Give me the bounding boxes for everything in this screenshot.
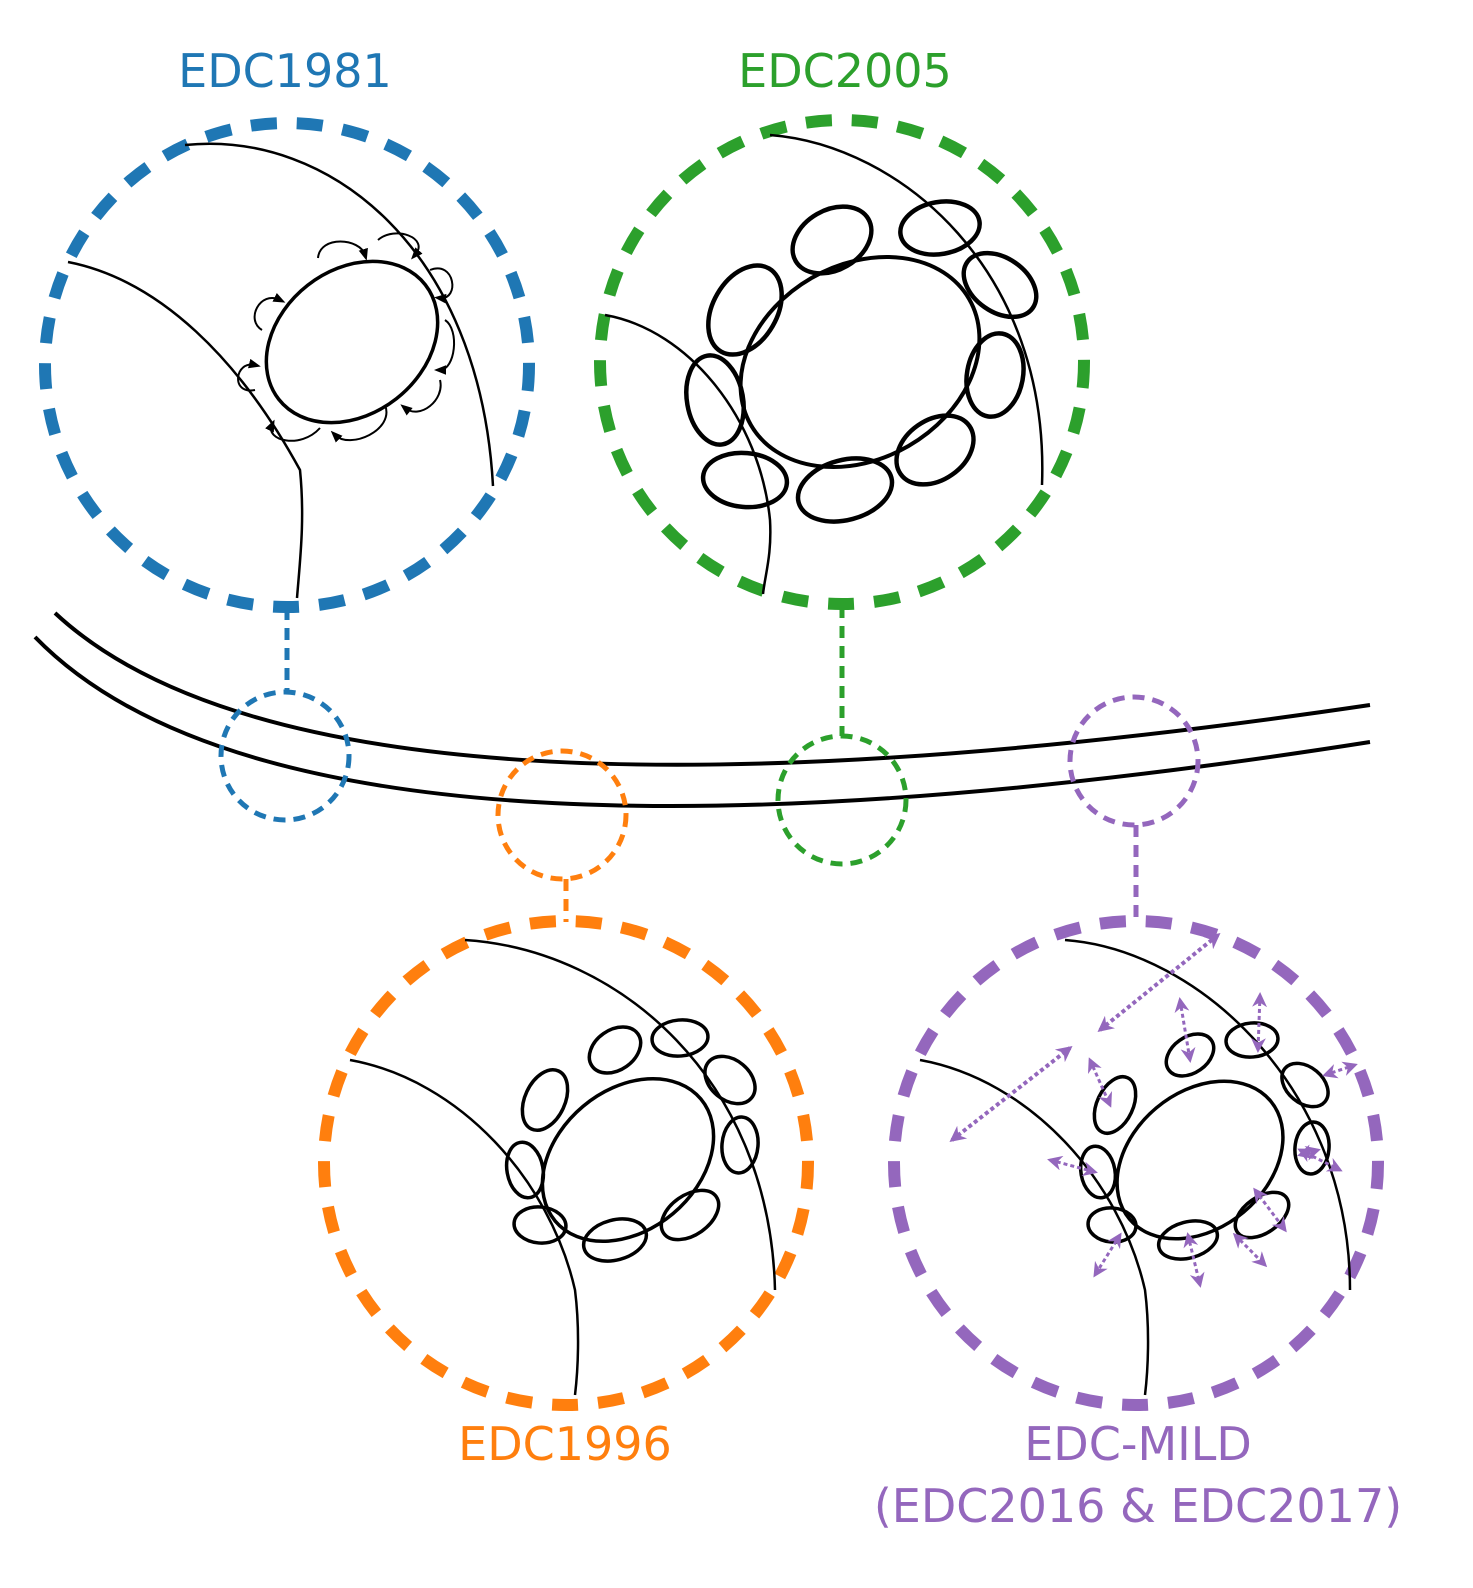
panel-edc2005 bbox=[594, 114, 1090, 610]
panel-edc1981 bbox=[39, 117, 535, 613]
zoom-circle-edc2005 bbox=[594, 114, 1090, 610]
label-edc-mild-members: (EDC2016 & EDC2017) bbox=[874, 1479, 1402, 1533]
main-band bbox=[33, 611, 1371, 808]
vortex-core-edc2005 bbox=[738, 254, 982, 470]
zoom-circle-edc1981 bbox=[39, 117, 535, 613]
marker-circle-edc1981 bbox=[218, 689, 352, 823]
zoom-circle-edc-mild bbox=[888, 915, 1384, 1411]
vortex-core-edc-mild bbox=[1115, 1079, 1285, 1241]
label-edc1996: EDC1996 bbox=[458, 1417, 672, 1471]
interaction-arrows-edc-mild bbox=[949, 932, 1358, 1288]
vortex-core-edc1981 bbox=[264, 259, 440, 425]
eddies-edc-mild bbox=[1078, 1021, 1331, 1261]
large-arrow-upper bbox=[1097, 932, 1221, 1033]
marker-circle-edc1996 bbox=[495, 748, 629, 882]
eddies-edc2005 bbox=[684, 199, 1039, 524]
band-lower-line bbox=[33, 635, 1371, 808]
eddies-edc1981 bbox=[237, 232, 456, 443]
zoom-circle-edc1996 bbox=[318, 915, 814, 1411]
eddies-edc1996 bbox=[504, 1018, 760, 1263]
label-edc-mild: EDC-MILD bbox=[1024, 1417, 1252, 1471]
sunspot-edc1981 bbox=[264, 259, 440, 425]
label-edc1981: EDC1981 bbox=[178, 44, 392, 98]
stream-lines-edc1981 bbox=[67, 142, 495, 599]
panel-edc1996 bbox=[318, 915, 814, 1411]
stream-lines-edc-mild bbox=[919, 938, 1352, 1396]
label-edc2005: EDC2005 bbox=[738, 44, 952, 98]
stream-lines-edc1996 bbox=[349, 938, 777, 1396]
marker-circle-edc-mild bbox=[1067, 694, 1201, 828]
band-upper-line bbox=[53, 611, 1371, 767]
large-arrow-lower bbox=[949, 1046, 1073, 1142]
connectors bbox=[284, 606, 1139, 922]
stream-lines-edc2005 bbox=[604, 133, 1044, 595]
vortex-core-edc1996 bbox=[540, 1076, 716, 1244]
panel-edc-mild bbox=[888, 915, 1384, 1411]
